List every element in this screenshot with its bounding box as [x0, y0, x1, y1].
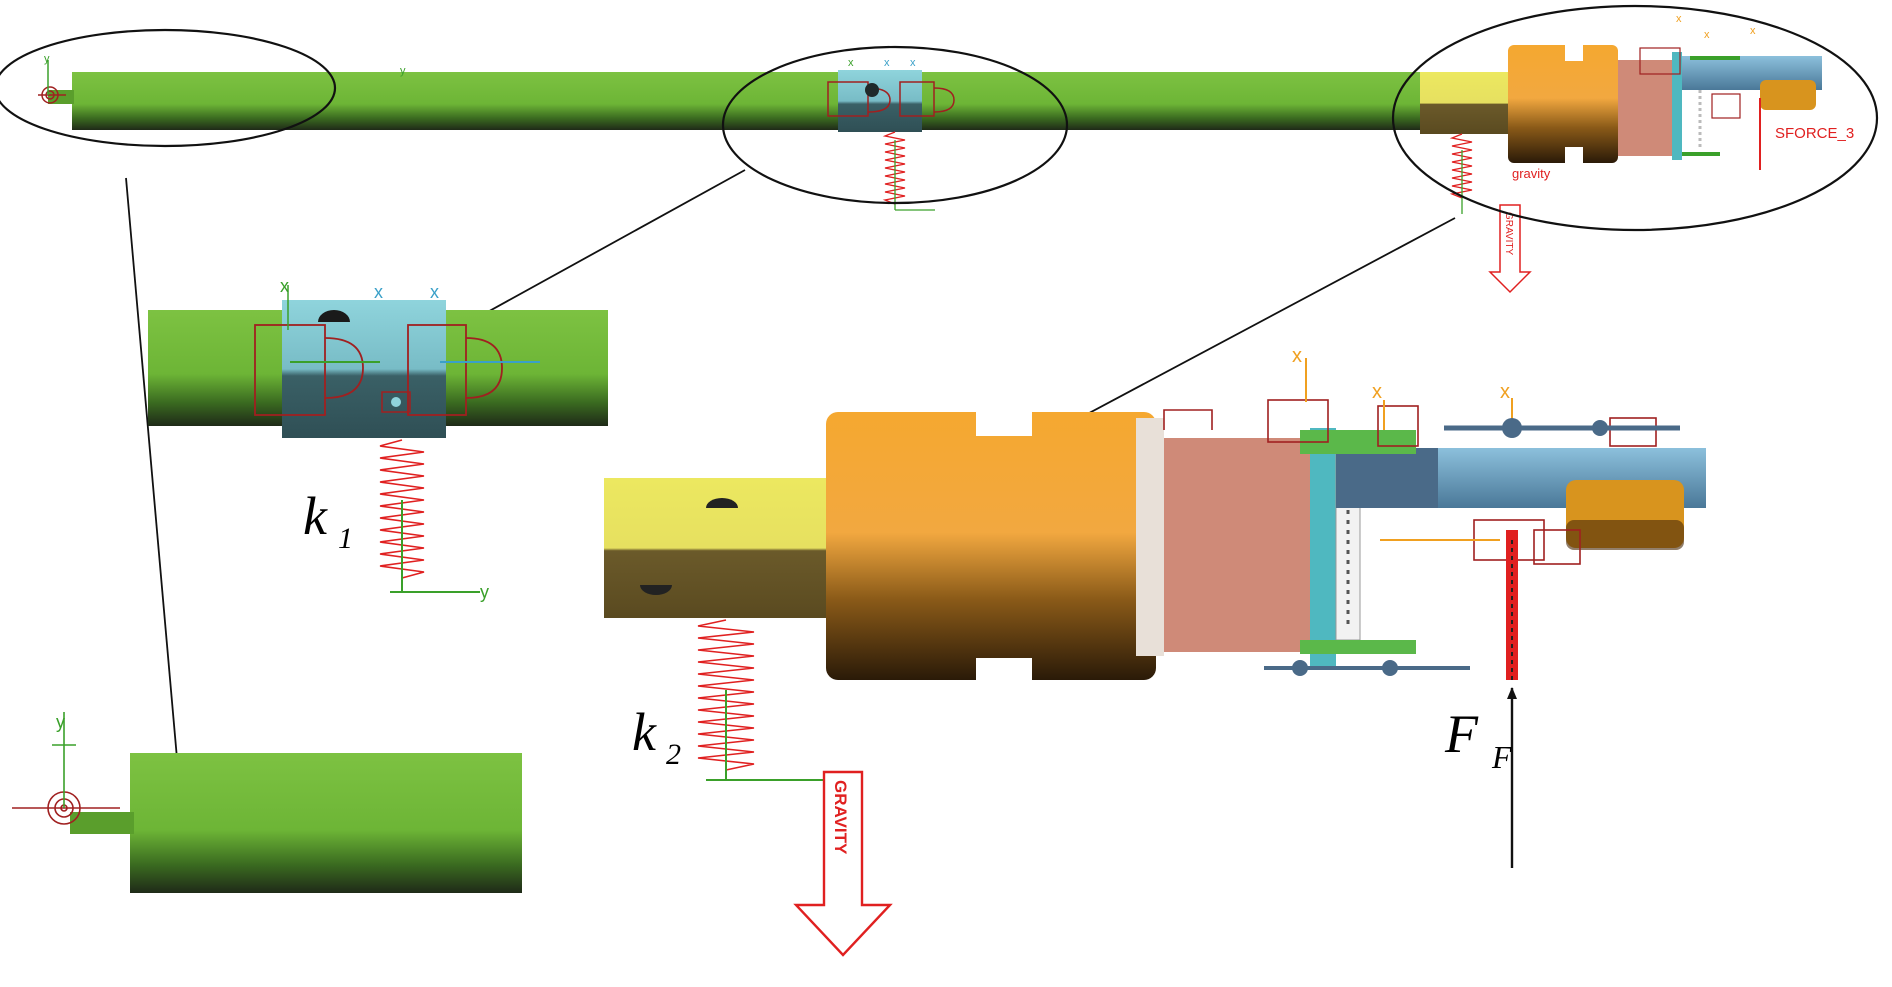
axis-label-x: x: [1750, 25, 1756, 37]
callout-ellipse-left: [0, 28, 337, 148]
axis-label-x: x: [1704, 29, 1710, 41]
callout-ellipse-middle: [721, 45, 1069, 205]
axis-label-x: x: [910, 57, 916, 69]
k1-subscript: 1: [338, 522, 353, 555]
k2-label: k: [632, 702, 657, 762]
overview-shaft-body: [72, 72, 1442, 130]
axis-label-x: x: [1676, 13, 1682, 25]
overview-coupling: x x x: [827, 57, 955, 132]
axis-label-x: x: [430, 282, 439, 302]
callout-arrow-right: [1047, 217, 1456, 436]
motor-body: [826, 412, 1156, 680]
gear-housing: [1164, 438, 1314, 652]
ff-label: F: [1444, 704, 1479, 764]
k1-label: k: [303, 486, 328, 546]
k2-subscript: 2: [666, 738, 681, 771]
coordinate-marker-icon: [706, 690, 830, 781]
axis-label-y: y: [44, 53, 50, 65]
axis-label-x: x: [884, 57, 890, 69]
overview-shaft: [48, 72, 1442, 130]
gravity-label: gravity: [1512, 166, 1551, 181]
detail-motor-assembly: [604, 358, 1706, 684]
coordinate-marker-icon: [390, 500, 480, 593]
spring-icon: [882, 131, 906, 205]
axis-label-x: x: [280, 276, 289, 296]
axis-label-y: y: [400, 65, 406, 77]
overview-motor-assembly: x x x: [1420, 13, 1822, 170]
axis-label-y: y: [56, 712, 65, 732]
detail-coupling: [148, 285, 608, 438]
gravity-arrow-icon: [793, 770, 893, 957]
ff-subscript: F: [1491, 739, 1512, 775]
coordinate-marker-icon: [38, 60, 66, 104]
detail-shaft-end: [70, 753, 522, 893]
axis-label-x: x: [1372, 381, 1382, 403]
sforce-label: SFORCE_3: [1775, 125, 1854, 142]
callout-arrow-middle: [454, 169, 746, 331]
coordinate-marker-icon: [12, 712, 120, 825]
spring-icon: [1449, 133, 1473, 199]
callout-ellipse-right: [1391, 4, 1879, 232]
axis-label-x: x: [848, 57, 854, 69]
axis-label-y: y: [480, 582, 489, 602]
axis-label-x: x: [1500, 381, 1510, 403]
gravity-arrow-text: GRAVITY: [831, 780, 850, 855]
callout-arrow-left: [125, 177, 183, 771]
gravity-arrow-text: GRAVITY: [1503, 212, 1514, 255]
axis-label-x: x: [374, 282, 383, 302]
axis-label-x: x: [1292, 345, 1302, 367]
